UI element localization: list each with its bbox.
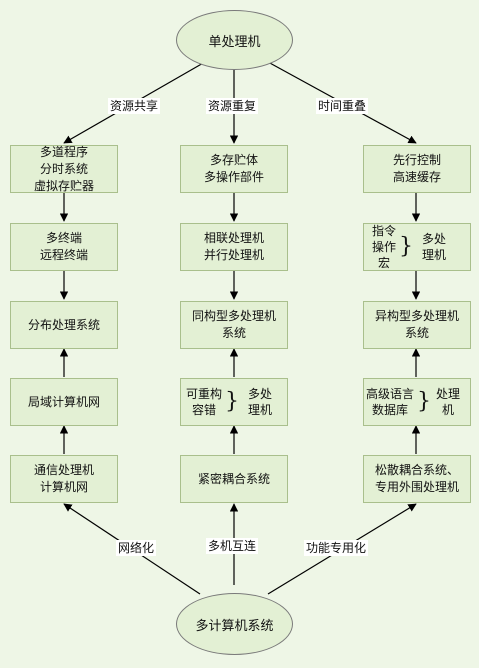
label-time-overlap: 时间重叠 <box>316 98 369 114</box>
node-middle-4-left-text: 可重构 容错 <box>186 387 223 417</box>
node-right-2 <box>363 223 471 271</box>
label-function-specialization: 功能专用化 <box>304 540 369 556</box>
node-right-4-left-text: 高级语言 数据库 <box>366 387 415 417</box>
node-middle-4-content: 可重构 容错 } 多处 理机 <box>186 380 272 424</box>
node-right-4-content: 高级语言 数据库 } 处理 机 <box>366 380 460 424</box>
node-right-2-right-text: 多处 理机 <box>422 232 447 262</box>
label-multi-interconnect: 多机互连 <box>206 538 259 554</box>
brace-icon: } <box>417 389 432 414</box>
label-resource-sharing: 资源共享 <box>108 98 161 114</box>
node-middle-5: 紧密耦合系统 <box>180 455 288 503</box>
label-resource-replication: 资源重复 <box>206 98 259 114</box>
brace-icon: } <box>399 234 414 259</box>
node-left-5: 通信处理机 计算机网 <box>10 455 118 503</box>
node-left-3: 分布处理系统 <box>10 301 118 349</box>
node-right-3: 异构型多处理机 系统 <box>363 301 471 349</box>
node-right-2-left-text: 指令 操作 宏 <box>372 224 397 270</box>
node-right-5: 松散耦合系统、 专用外围处理机 <box>363 455 471 503</box>
node-left-4: 局域计算机网 <box>10 378 118 426</box>
node-right-1: 先行控制 高速缓存 <box>363 145 471 193</box>
node-single-processor: 单处理机 <box>176 10 293 70</box>
node-multi-computer-system: 多计算机系统 <box>176 593 293 655</box>
node-right-2-content: 指令 操作 宏 } 多处 理机 <box>372 223 446 271</box>
node-middle-3: 同构型多处理机 系统 <box>180 301 288 349</box>
node-right-4 <box>363 378 471 426</box>
node-left-1: 多道程序 分时系统 虚拟存贮器 <box>10 145 118 193</box>
label-networking: 网络化 <box>116 540 157 556</box>
node-middle-4 <box>180 378 288 426</box>
node-middle-1: 多存贮体 多操作部件 <box>180 145 288 193</box>
node-middle-2: 相联处理机 并行处理机 <box>180 223 288 271</box>
node-right-4-right-text: 处理 机 <box>436 387 461 417</box>
node-left-2: 多终端 远程终端 <box>10 223 118 271</box>
node-middle-4-right-text: 多处 理机 <box>248 387 273 417</box>
brace-icon: } <box>225 389 240 414</box>
